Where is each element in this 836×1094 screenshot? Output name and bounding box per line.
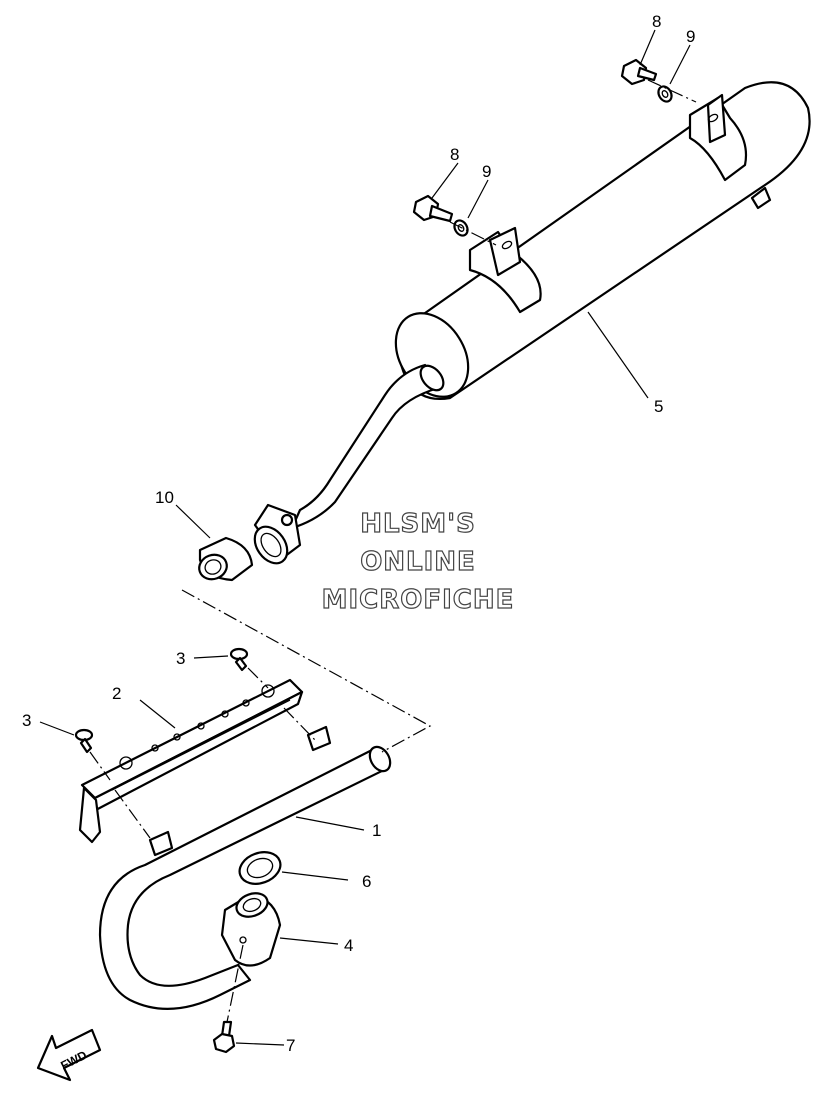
callout-2: 2 <box>112 684 121 703</box>
gasket-10 <box>198 536 254 582</box>
callout-6: 6 <box>362 872 371 891</box>
bolt-7 <box>212 1020 236 1054</box>
callout-4: 4 <box>344 936 353 955</box>
exhaust-joint <box>220 892 282 967</box>
leader-lines <box>39 29 691 1046</box>
callout-9-rear: 9 <box>482 162 491 181</box>
bolt-8-rear <box>412 194 454 223</box>
callout-8-rear: 8 <box>450 145 459 164</box>
callout-7: 7 <box>286 1036 295 1055</box>
assembly-lines <box>89 79 697 1023</box>
callout-8-front: 8 <box>652 12 661 31</box>
muffler <box>394 81 811 401</box>
callout-1: 1 <box>372 821 381 840</box>
callouts: 1 2 3 3 4 5 6 7 8 9 8 9 10 <box>22 12 695 1055</box>
watermark-line-1: HLSM'S <box>360 509 476 539</box>
watermark-line-2: ONLINE <box>360 547 476 577</box>
screw-3-upper <box>229 647 249 672</box>
bolt-8-front <box>620 58 658 86</box>
screw-3-left <box>74 728 94 754</box>
callout-10: 10 <box>155 488 174 507</box>
heat-protector <box>78 678 304 844</box>
watermark: HLSM'S ONLINE MICROFICHE <box>321 508 515 615</box>
fwd-arrow-icon: FWD <box>36 1028 102 1082</box>
muffler-inlet-pipe <box>253 363 445 565</box>
callout-3-upper: 3 <box>176 649 185 668</box>
exhaust-pipe <box>98 725 392 1010</box>
washer-9-front <box>657 85 673 103</box>
callout-5: 5 <box>654 397 663 416</box>
watermark-line-3: MICROFICHE <box>322 585 515 615</box>
callout-3-left: 3 <box>22 711 31 730</box>
gasket-6 <box>238 851 282 885</box>
callout-9-front: 9 <box>686 27 695 46</box>
